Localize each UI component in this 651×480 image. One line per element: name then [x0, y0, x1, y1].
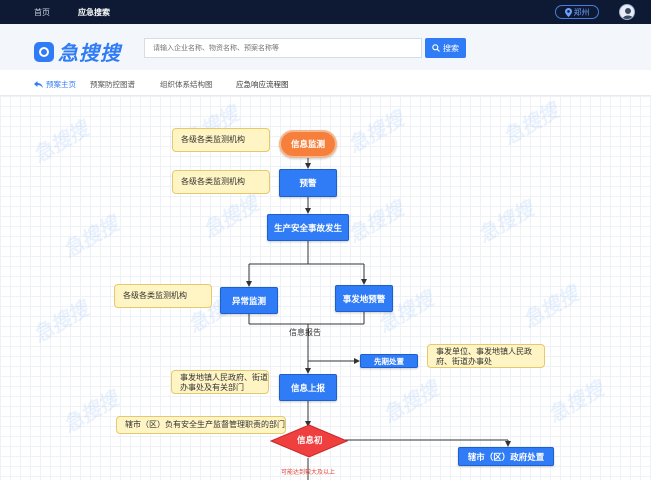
search-icon — [432, 44, 440, 52]
note-county-department: 辖市（区）负有安全生产监督管理职责的部门 — [116, 416, 286, 434]
node-info-judge-label: 信息初 — [297, 435, 323, 445]
search-input[interactable] — [144, 38, 422, 58]
flowchart-canvas: 急搜搜 急搜搜 急搜搜 急搜搜 急搜搜 急搜搜 急搜搜 急搜搜 急搜搜 急搜搜 … — [0, 96, 651, 480]
note-monitor-agency-2: 各级各类监测机构 — [172, 170, 270, 194]
tab-prevention-map[interactable]: 预案防控图谱 — [90, 80, 135, 89]
back-arrow-icon — [34, 81, 43, 88]
node-info-report[interactable]: 信息上报 — [279, 374, 337, 401]
site-logo[interactable]: 急搜搜 — [34, 37, 121, 66]
user-avatar[interactable] — [619, 4, 635, 20]
logo-mark-icon — [34, 41, 54, 62]
label-judge-threshold: 可能达到较大及以上 — [281, 470, 336, 476]
node-accident-occurred[interactable]: 生产安全事故发生 — [267, 214, 349, 241]
node-warning[interactable]: 预警 — [279, 169, 337, 197]
location-pin-icon — [564, 7, 572, 17]
node-abnormal-monitor[interactable]: 异常监测 — [220, 287, 278, 314]
note-town-government: 事发地镇人民政府、街道办事处及有关部门 — [171, 370, 269, 394]
node-info-judge-diamond[interactable] — [270, 424, 348, 458]
flow-connectors — [246, 158, 511, 480]
search-button[interactable]: 搜索 — [425, 38, 466, 58]
label-info-report: 信息报告 — [289, 328, 321, 337]
nav-emergency-search[interactable]: 应急搜索 — [78, 7, 110, 17]
search-button-label: 搜索 — [443, 43, 459, 53]
search-header: 急搜搜 搜索 — [0, 24, 651, 70]
back-label: 预案主页 — [46, 80, 76, 89]
back-to-plan-home[interactable]: 预案主页 — [34, 79, 76, 90]
city-name: 郑州 — [573, 7, 590, 17]
note-monitor-agency-1: 各级各类监测机构 — [172, 128, 270, 152]
node-county-handle[interactable]: 辖市（区）政府处置 — [458, 447, 554, 466]
logo-text: 急搜搜 — [58, 43, 121, 65]
node-site-warning[interactable]: 事发地预警 — [335, 285, 393, 312]
node-info-monitor[interactable]: 信息监测 — [279, 130, 337, 158]
user-icon — [622, 8, 634, 19]
note-site-units: 事发单位、事发地镇人民政府、街道办事处 — [427, 344, 545, 368]
top-nav-bar: 首页 应急搜索 郑州 — [0, 0, 651, 24]
node-initial-response[interactable]: 先期处置 — [360, 354, 418, 368]
note-monitor-agency-3: 各级各类监测机构 — [114, 284, 212, 308]
tab-organization-chart[interactable]: 组织体系结构图 — [160, 80, 213, 89]
nav-home[interactable]: 首页 — [34, 7, 50, 17]
city-selector[interactable]: 郑州 — [555, 5, 599, 19]
plan-tabs: 预案主页 预案防控图谱 组织体系结构图 应急响应流程图 — [0, 70, 651, 98]
